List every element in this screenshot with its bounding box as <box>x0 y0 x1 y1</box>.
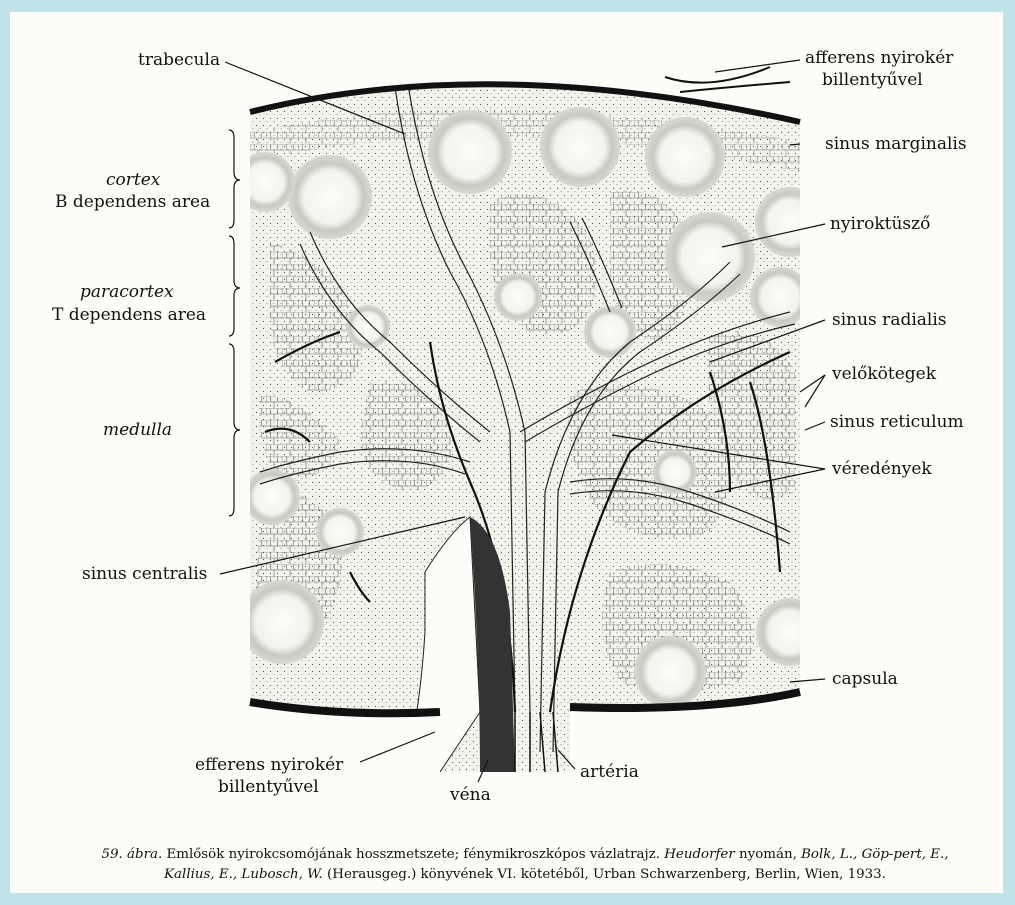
capsula-label: capsula <box>832 669 898 689</box>
arteria-label: artéria <box>580 762 639 782</box>
caption-text-1: Emlősök nyirokcsomójának hosszmetszete; … <box>162 847 664 862</box>
caption-fig-number: 59. ábra. <box>101 847 162 862</box>
veredenyek-label: véredények <box>832 459 932 479</box>
caption-heudorfer: Heudorfer <box>664 847 735 862</box>
nyiroktuszo-label: nyiroktüsző <box>830 214 930 234</box>
afferens-label-line2: billentyűvel <box>822 70 923 90</box>
paracortex-sub-label: T dependens area <box>52 305 206 325</box>
cortex-label: cortex <box>106 170 160 190</box>
figure-caption: 59. ábra. Emlősök nyirokcsomójának hossz… <box>80 845 970 885</box>
vena-label: véna <box>450 785 491 805</box>
node-body <box>235 52 825 782</box>
sinus-reticulum-label: sinus reticulum <box>830 412 964 432</box>
paracortex-label: paracortex <box>80 282 174 302</box>
figure-page: trabecula afferens nyirokér billentyűvel… <box>10 12 1003 893</box>
trabecula-label: trabecula <box>138 50 220 70</box>
caption-text-2: nyomán, <box>735 847 801 862</box>
region-braces <box>229 130 240 516</box>
efferens-label-line1: efferens nyirokér <box>195 755 343 775</box>
afferens-label-line1: afferens nyirokér <box>805 48 953 68</box>
caption-text-3: (Herausgeg.) könyvének VI. kötetéből, Ur… <box>323 867 886 882</box>
velokotegek-label: velőkötegek <box>832 364 936 384</box>
efferens-label-line2: billentyűvel <box>218 777 319 797</box>
sinus-radialis-label: sinus radialis <box>832 310 947 330</box>
cortex-sub-label: B dependens area <box>55 192 210 212</box>
sinus-marginalis-label: sinus marginalis <box>825 134 967 154</box>
medulla-label: medulla <box>103 420 172 440</box>
sinus-centralis-label: sinus centralis <box>82 564 207 584</box>
